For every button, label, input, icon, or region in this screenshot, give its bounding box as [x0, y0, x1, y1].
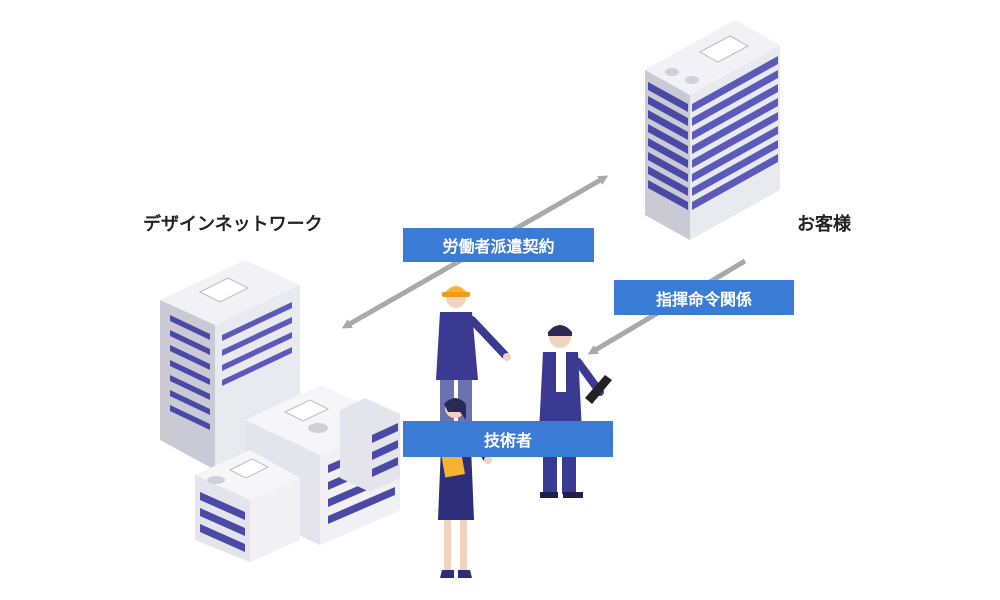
command-relation-tag: 指揮命令関係 — [614, 280, 794, 315]
design-network-label: デザインネットワーク — [143, 214, 323, 235]
man-tablet-person-icon — [539, 325, 612, 498]
engineer-tag: 技術者 — [403, 421, 613, 457]
customer-building-icon — [645, 20, 780, 240]
design-network-building-icon — [160, 260, 400, 562]
customer-label: お客様 — [797, 214, 851, 235]
arrow-to-design-network — [341, 252, 472, 329]
dispatch-contract-tag: 労働者派遣契約 — [403, 228, 594, 262]
